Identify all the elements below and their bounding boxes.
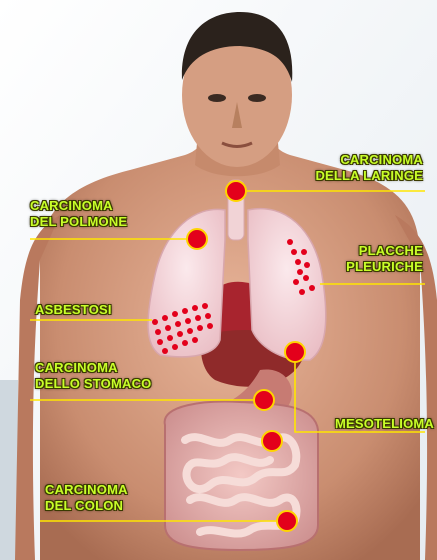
label-carcinoma-polmone: CARCINOMA DEL POLMONE <box>30 198 127 230</box>
label-placche-pleuriche: PLACCHE PLEURICHE <box>320 243 423 275</box>
label-placche-line1: PLACCHE <box>320 243 423 259</box>
label-carcinoma-laringe: CARCINOMA DELLA LARINGE <box>285 152 423 184</box>
marker-mesotelioma-upper <box>285 342 305 362</box>
background-edge <box>0 380 18 560</box>
label-laringe-line1: CARCINOMA <box>285 152 423 168</box>
label-stomaco-line2: DELLO STOMACO <box>35 376 151 392</box>
label-polmone-line1: CARCINOMA <box>30 198 127 214</box>
label-colon-line1: CARCINOMA <box>45 482 128 498</box>
marker-stomaco <box>254 390 274 410</box>
label-colon-line2: DEL COLON <box>45 498 128 514</box>
label-placche-line2: PLEURICHE <box>320 259 423 275</box>
label-laringe-line2: DELLA LARINGE <box>285 168 423 184</box>
label-asbestosi: ASBESTOSI <box>35 302 112 318</box>
label-mesotelioma-line1: MESOTELIOMA <box>300 416 434 432</box>
label-stomaco-line1: CARCINOMA <box>35 360 151 376</box>
label-asbestosi-line1: ASBESTOSI <box>35 302 112 318</box>
label-mesotelioma: MESOTELIOMA <box>300 416 434 432</box>
label-carcinoma-stomaco: CARCINOMA DELLO STOMACO <box>35 360 151 392</box>
marker-laringe <box>226 181 246 201</box>
marker-mesotelioma-lower <box>262 431 282 451</box>
left-eye <box>208 94 226 102</box>
label-carcinoma-colon: CARCINOMA DEL COLON <box>45 482 128 514</box>
right-eye <box>248 94 266 102</box>
marker-colon <box>277 511 297 531</box>
label-polmone-line2: DEL POLMONE <box>30 214 127 230</box>
marker-polmone <box>187 229 207 249</box>
